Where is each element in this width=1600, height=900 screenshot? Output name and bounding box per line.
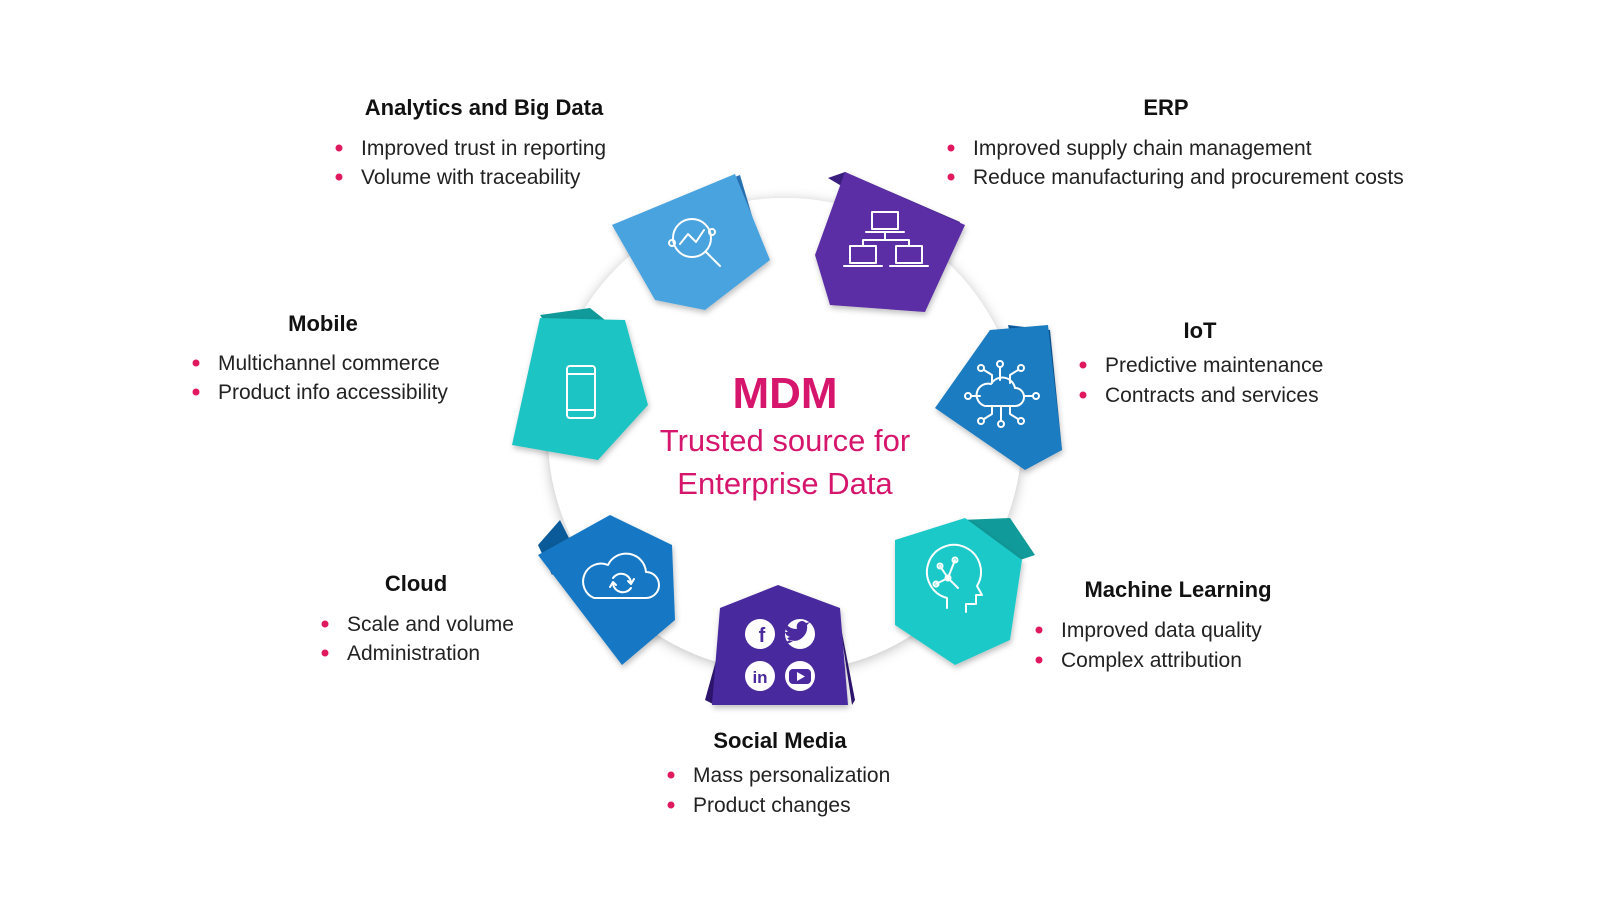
linkedin-icon: in	[745, 661, 775, 691]
smartphone-icon	[566, 365, 596, 419]
bullet-dot	[667, 771, 675, 779]
bullet-dot	[947, 173, 955, 181]
center-subtitle-line2: Enterprise Data	[677, 466, 893, 501]
bullet-social-1: Mass personalization	[693, 764, 890, 787]
bullet-ml-1: Improved data quality	[1061, 619, 1262, 642]
center-title: MDM	[732, 369, 837, 418]
svg-text:f: f	[759, 625, 766, 647]
bullet-social-2: Product changes	[693, 794, 851, 817]
bullet-analytics-1: Improved trust in reporting	[361, 137, 606, 160]
block-social: Social Media Mass personalization Produc…	[667, 728, 890, 817]
bullet-mobile-2: Product info accessibility	[218, 381, 448, 404]
magnifier-analytics-icon	[668, 218, 721, 267]
bullet-dot	[1079, 361, 1087, 369]
bullet-cloud-2: Administration	[347, 642, 480, 665]
tile-iot	[935, 325, 1062, 470]
bullet-dot	[1079, 391, 1087, 399]
bullet-dot	[1035, 656, 1043, 664]
tile-analytics	[612, 174, 770, 310]
bullet-mobile-1: Multichannel commerce	[218, 352, 440, 375]
bullet-iot-1: Predictive maintenance	[1105, 354, 1323, 377]
svg-text:in: in	[752, 668, 767, 687]
heading-social: Social Media	[713, 728, 847, 753]
ai-head-icon	[926, 543, 983, 613]
heading-analytics: Analytics and Big Data	[365, 95, 604, 120]
tile-cloud	[538, 515, 675, 665]
facebook-icon: f	[745, 619, 775, 649]
bullet-cloud-1: Scale and volume	[347, 613, 514, 636]
block-erp: ERP Improved supply chain management Red…	[947, 95, 1404, 189]
tile-mobile	[512, 308, 648, 460]
bullet-ml-2: Complex attribution	[1061, 649, 1242, 672]
bullet-dot	[1035, 626, 1043, 634]
block-ml: Machine Learning Improved data quality C…	[1035, 577, 1272, 672]
bullet-dot	[192, 388, 200, 396]
youtube-icon	[785, 661, 815, 691]
tile-ml	[895, 518, 1035, 665]
network-computers-icon	[843, 211, 929, 267]
bullet-dot	[192, 359, 200, 367]
bullet-dot	[335, 173, 343, 181]
heading-mobile: Mobile	[288, 311, 358, 336]
block-cloud: Cloud Scale and volume Administration	[321, 571, 514, 665]
bullet-dot	[947, 144, 955, 152]
bullet-analytics-2: Volume with traceability	[361, 166, 581, 189]
bullet-erp-2: Reduce manufacturing and procurement cos…	[973, 166, 1404, 189]
cloud-network-icon	[964, 360, 1040, 428]
bullet-dot	[335, 144, 343, 152]
bullet-erp-1: Improved supply chain management	[973, 137, 1312, 160]
heading-cloud: Cloud	[385, 571, 447, 596]
block-iot: IoT Predictive maintenance Contracts and…	[1079, 318, 1323, 407]
block-analytics: Analytics and Big Data Improved trust in…	[335, 95, 606, 189]
twitter-icon	[784, 619, 815, 649]
block-mobile: Mobile Multichannel commerce Product inf…	[192, 311, 448, 404]
tile-erp	[815, 172, 965, 312]
heading-ml: Machine Learning	[1084, 577, 1271, 602]
tile-social: f in	[705, 585, 855, 705]
center-subtitle-line1: Trusted source for	[660, 423, 910, 458]
cloud-sync-icon	[582, 552, 660, 599]
heading-iot: IoT	[1184, 318, 1218, 343]
bullet-dot	[667, 801, 675, 809]
heading-erp: ERP	[1143, 95, 1188, 120]
bullet-dot	[321, 649, 329, 657]
bullet-iot-2: Contracts and services	[1105, 384, 1319, 407]
bullet-dot	[321, 620, 329, 628]
